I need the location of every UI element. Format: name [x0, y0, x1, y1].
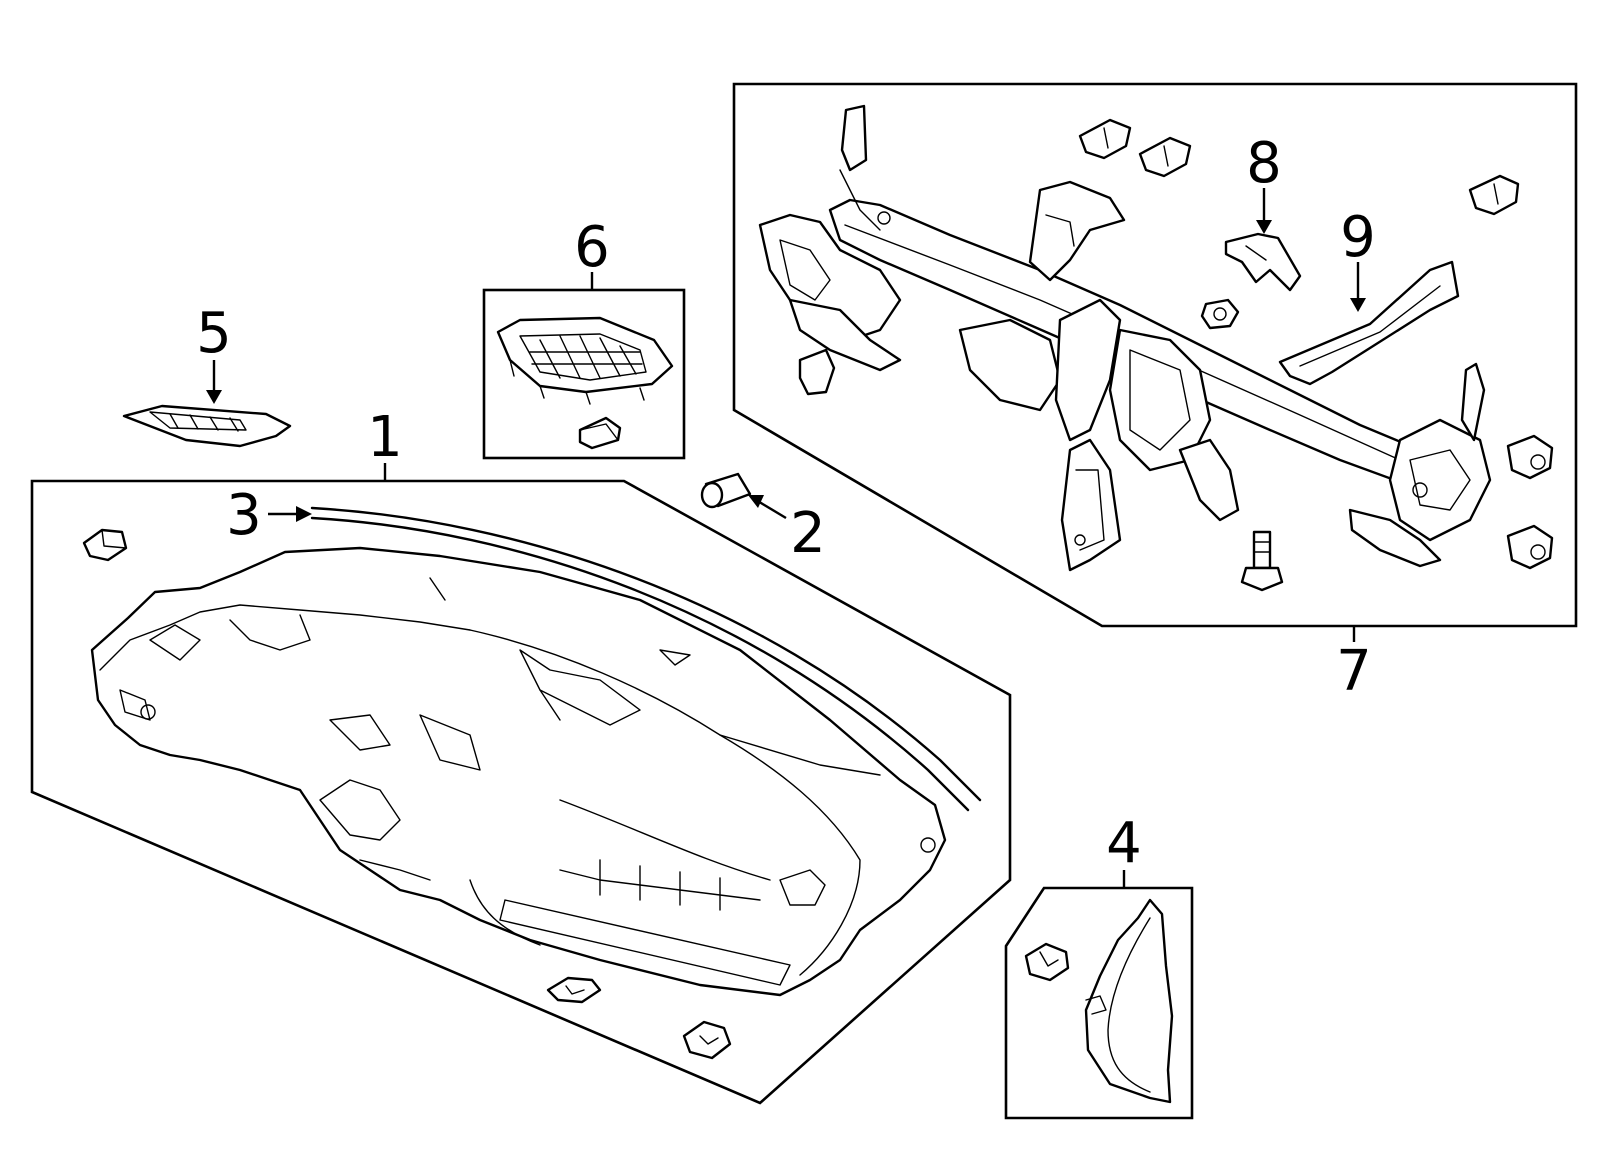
callout-3: 3	[226, 483, 262, 548]
nut-7[interactable]	[1200, 298, 1240, 330]
callout-6: 6	[574, 215, 610, 280]
part-7-cross-car-beam[interactable]	[758, 104, 1492, 572]
callout-1: 1	[367, 405, 403, 470]
clip-bottom-right[interactable]	[682, 1020, 732, 1060]
callout-7: 7	[1336, 639, 1372, 704]
callout-2: 2	[790, 501, 826, 566]
group-4-frame	[1004, 870, 1194, 1120]
clip-7-d[interactable]	[798, 348, 836, 396]
clip-7-e[interactable]	[1506, 434, 1554, 480]
clip-bottom-center[interactable]	[546, 976, 602, 1004]
clip-left[interactable]	[82, 528, 128, 562]
callout-9: 9	[1340, 205, 1376, 270]
part-4-side-cover[interactable]	[1084, 898, 1174, 1104]
part-2-pin[interactable]	[700, 472, 787, 520]
group-1-frame	[30, 463, 1012, 1105]
clip-7-a[interactable]	[1078, 118, 1132, 160]
group-7-frame	[732, 82, 1578, 642]
part-9-support-brace[interactable]	[1278, 260, 1460, 386]
clip-7-f[interactable]	[1506, 524, 1554, 570]
part-6-clip[interactable]	[578, 416, 622, 450]
clip-7-b[interactable]	[1138, 136, 1192, 178]
group-6-frame	[482, 272, 686, 460]
part-6-speaker-grille[interactable]	[496, 316, 674, 405]
callout-4: 4	[1106, 811, 1142, 876]
bolt-7[interactable]	[1240, 530, 1284, 592]
part-3-trim-strip[interactable]	[268, 506, 982, 812]
clip-7-c[interactable]	[1468, 174, 1520, 216]
part-5-vent-grille[interactable]	[122, 360, 292, 448]
callout-8: 8	[1246, 131, 1282, 196]
callout-5: 5	[196, 301, 232, 366]
part-1-instrument-panel[interactable]	[90, 546, 947, 997]
part-4-clip[interactable]	[1024, 942, 1070, 982]
part-8-bracket[interactable]	[1224, 188, 1302, 292]
